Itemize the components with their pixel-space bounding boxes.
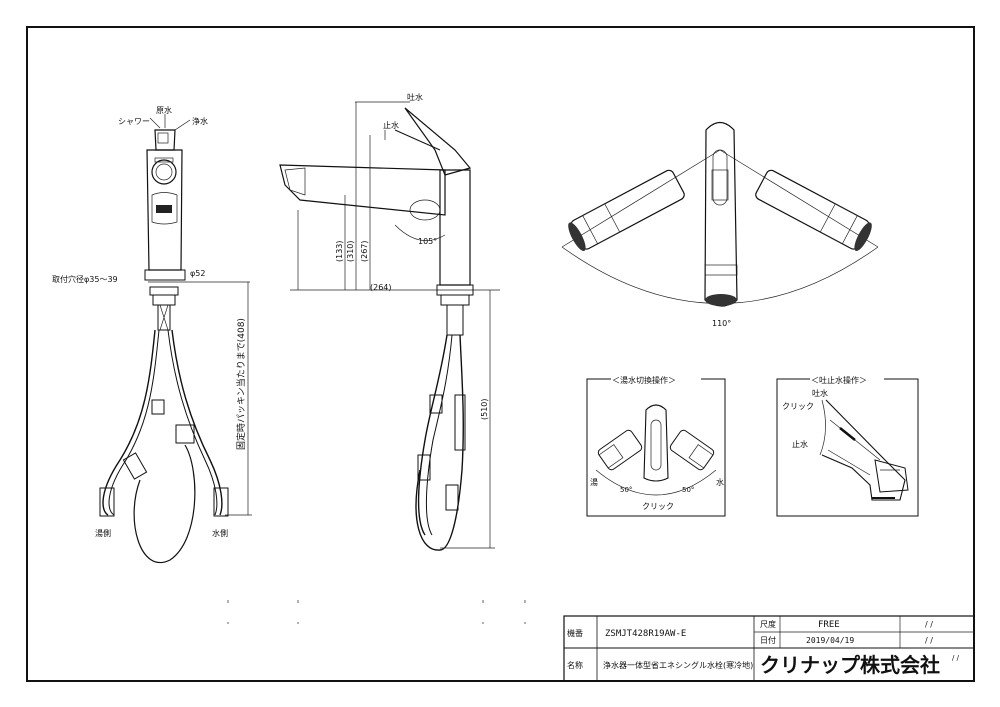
front-view: シャワー 原水 浄水 取付穴径φ35～39 φ52 湯側 水側 [52,105,252,563]
label-click-hc: クリック [642,502,674,511]
label-model: 機番 [567,628,583,638]
dim-267: (267) [360,240,369,262]
title-block: 機番 ZSMJT428R19AW-E 尺度 FREE 日付 2019/04/19… [563,615,975,682]
sheet-border [26,26,975,682]
spout-panel: ＜吐止水操作＞ 吐水 クリック 止水 [776,374,919,517]
label-hot: 湯 [590,477,598,487]
dim-310: (310) [346,240,355,262]
top-view: 110° [561,121,879,328]
label-packing: 固定時パッキン当たりまで(408) [235,318,247,450]
scale-value: FREE [818,620,840,630]
label-name: 名称 [567,660,583,670]
label-spout-panel: 吐水 [812,388,828,398]
label-mount-hole: 取付穴径φ35～39 [52,274,118,284]
angle-left: 50° [620,486,632,494]
label-purified: 浄水 [192,116,208,126]
name-value: 浄水器一体型省エネシングル水栓(寒冷地) [603,660,753,670]
label-click-sp: クリック [782,402,814,411]
spout-panel-title: ＜吐止水操作＞ [811,375,867,385]
dim-264: (264) [370,283,392,292]
slash-3: / / [952,654,960,662]
dim-133: (133) [335,240,344,262]
hot-cold-panel: ＜湯水切換操作＞ 湯 水 50° 50° クリック [586,374,726,517]
date-value: 2019/04/19 [806,636,854,645]
angle-105: 105° [418,237,437,246]
hot-cold-title: ＜湯水切換操作＞ [612,375,676,385]
label-hot-side: 湯側 [95,528,111,538]
slash-1: / / [925,620,933,629]
label-dia: φ52 [190,269,205,278]
label-stop-panel: 止水 [792,439,808,449]
side-view: 吐水 止水 105° (133) (310) (267) (264) [279,92,500,551]
dim-510: (510) [480,398,489,420]
label-stop-side: 止水 [383,120,399,130]
angle-right: 50° [682,486,694,494]
slash-2: / / [925,636,933,645]
label-raw-water: 原水 [156,105,172,115]
label-date: 日付 [760,635,776,645]
label-spout-side: 吐水 [407,92,423,102]
model-value: ZSMJT428R19AW-E [605,629,686,639]
label-cold: 水 [716,477,724,487]
label-scale: 尺度 [760,619,776,629]
angle-110: 110° [712,319,731,328]
registration-marks [227,600,526,624]
label-shower: シャワー [118,117,150,126]
label-cold-side: 水側 [212,528,228,538]
company-name: クリナップ株式会社 [760,653,940,677]
